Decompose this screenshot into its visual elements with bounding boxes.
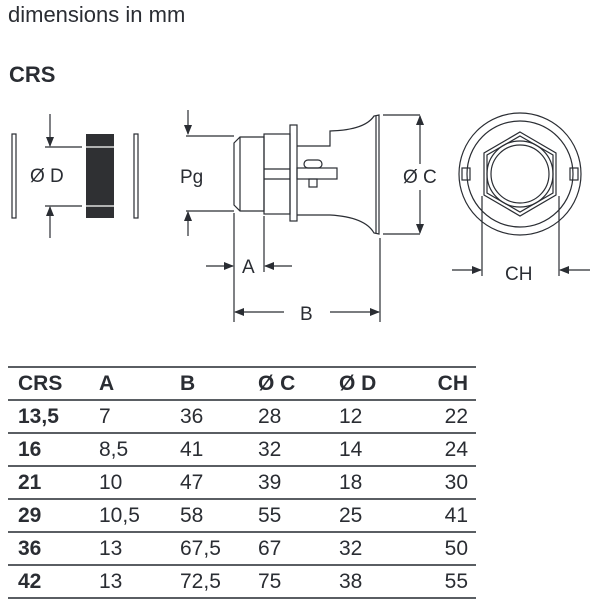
cell-a: 13 xyxy=(99,536,123,560)
table-row: 29 10,5 58 55 25 41 xyxy=(8,499,476,532)
label-ch: CH xyxy=(505,264,532,285)
seal-view xyxy=(11,114,139,238)
side-view xyxy=(184,110,424,322)
cell-b: 36 xyxy=(180,404,204,428)
cell-ch: 41 xyxy=(444,503,468,527)
cell-diameter-d: 14 xyxy=(339,437,363,461)
table-row: 36 13 67,5 67 32 50 xyxy=(8,532,476,565)
cell-diameter-d: 25 xyxy=(339,503,363,527)
table-row: 13,5 7 36 28 12 22 xyxy=(8,400,476,433)
label-diameter-d: Ø D xyxy=(30,166,64,187)
caption: dimensions in mm xyxy=(8,2,186,27)
cell-diameter-d: 18 xyxy=(339,470,363,494)
header-diameter-d: Ø D xyxy=(339,371,377,395)
cell-diameter-d: 12 xyxy=(339,404,363,428)
cell-a: 7 xyxy=(99,404,111,428)
label-diameter-c: Ø C xyxy=(403,167,437,188)
cell-b: 47 xyxy=(180,470,204,494)
cell-diameter-c: 28 xyxy=(258,404,282,428)
cell-b: 67,5 xyxy=(180,536,221,560)
cell-crs: 36 xyxy=(18,536,42,560)
front-view xyxy=(452,112,590,276)
cell-diameter-c: 32 xyxy=(258,437,282,461)
cell-crs: 29 xyxy=(18,503,42,527)
cell-diameter-d: 32 xyxy=(339,536,363,560)
cell-crs: 21 xyxy=(18,470,42,494)
cell-ch: 22 xyxy=(444,404,468,428)
table-header-row: CRS A B Ø C Ø D CH xyxy=(8,367,476,400)
dimensions-table: CRS A B Ø C Ø D CH 13,5 7 36 28 12 22 16… xyxy=(8,366,476,599)
cell-a: 13 xyxy=(99,569,123,593)
cell-crs: 13,5 xyxy=(18,404,59,428)
cell-ch: 24 xyxy=(444,437,468,461)
cell-a: 10 xyxy=(99,470,123,494)
cell-ch: 30 xyxy=(444,470,468,494)
cell-ch: 50 xyxy=(444,536,468,560)
cell-a: 10,5 xyxy=(99,503,140,527)
product-title: CRS xyxy=(9,62,56,87)
cell-diameter-d: 38 xyxy=(339,569,363,593)
header-crs: CRS xyxy=(18,371,63,395)
cell-diameter-c: 67 xyxy=(258,536,282,560)
header-a: A xyxy=(99,371,115,395)
table-row: 21 10 47 39 18 30 xyxy=(8,466,476,499)
table-row: 42 13 72,5 75 38 55 xyxy=(8,565,476,598)
cell-b: 58 xyxy=(180,503,204,527)
table-row: 16 8,5 41 32 14 24 xyxy=(8,433,476,466)
header-b: B xyxy=(180,371,196,395)
cell-diameter-c: 39 xyxy=(258,470,282,494)
header-diameter-c: Ø C xyxy=(258,371,296,395)
label-a: A xyxy=(242,257,255,278)
cell-a: 8,5 xyxy=(99,437,129,461)
cell-ch: 55 xyxy=(444,569,468,593)
cell-crs: 42 xyxy=(18,569,42,593)
cell-diameter-c: 55 xyxy=(258,503,282,527)
label-b: B xyxy=(300,304,313,325)
label-pg: Pg xyxy=(180,167,203,188)
cell-b: 41 xyxy=(180,437,204,461)
technical-drawing: Ø D Pg Ø C A B CH xyxy=(11,110,590,325)
header-ch: CH xyxy=(437,371,468,395)
cell-diameter-c: 75 xyxy=(258,569,282,593)
cell-crs: 16 xyxy=(18,437,42,461)
cell-b: 72,5 xyxy=(180,569,221,593)
